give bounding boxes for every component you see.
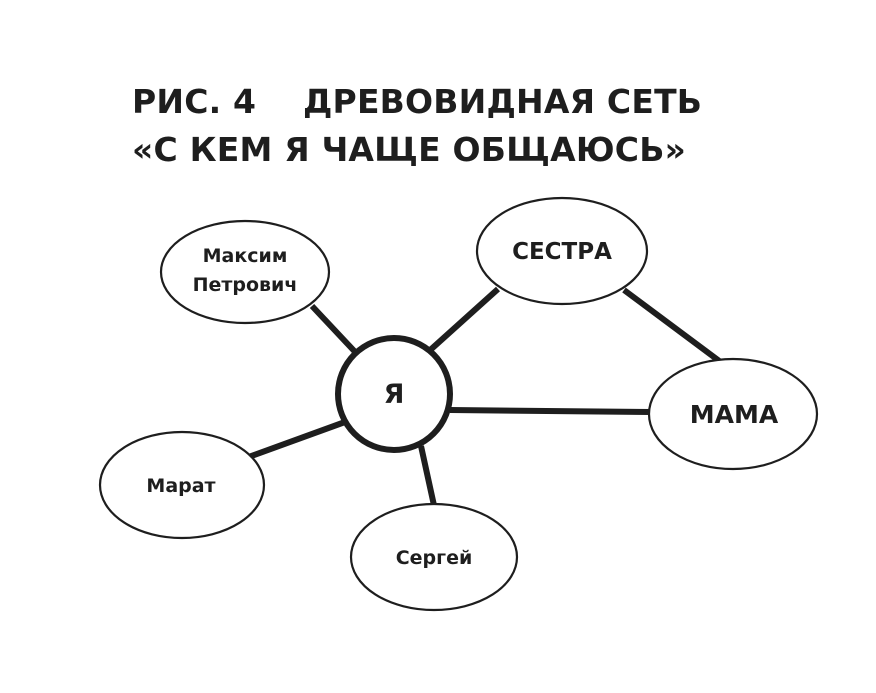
node-maksim-ellipse [159,219,331,325]
node-sestra-label: СЕСТРА [512,239,612,265]
node-sestra: СЕСТРА [475,196,649,306]
node-center: Я [335,335,453,453]
edge-center-mama [449,407,653,415]
node-mama-ellipse [647,357,819,471]
node-marat: Марат [98,430,266,540]
figure-title-line-2: «С КЕМ Я ЧАЩЕ ОБЩАЮСЬ» [132,130,687,169]
node-mama: МАМА [647,357,819,471]
edge-center-maksim [309,303,361,358]
edge-center-sestra [425,286,501,355]
node-sestra-ellipse [475,196,649,306]
node-sergei-ellipse [349,502,519,612]
node-mama-label: МАМА [690,400,779,429]
figure-title: РИС. 4 ДРЕВОВИДНАЯ СЕТЬ «С КЕМ Я ЧАЩЕ ОБ… [132,78,702,174]
edge-sestra-mama [622,287,728,369]
edges [244,286,728,511]
node-marat-ellipse [98,430,266,540]
node-maksim-label-line-1: Максим [203,245,288,267]
figure-title-line-1: РИС. 4 ДРЕВОВИДНАЯ СЕТЬ [132,82,703,121]
node-sergei: Сергей [349,502,519,612]
node-center-circle [335,335,453,453]
node-sergei-label: Сергей [396,547,473,569]
node-center-label: Я [384,379,405,410]
edge-center-sergei [418,445,438,511]
node-maksim-label-line-2: Петрович [193,274,298,296]
edge-center-marat [244,419,347,461]
node-maksim: Максим Петрович [159,219,331,325]
node-marat-label: Марат [146,475,215,497]
